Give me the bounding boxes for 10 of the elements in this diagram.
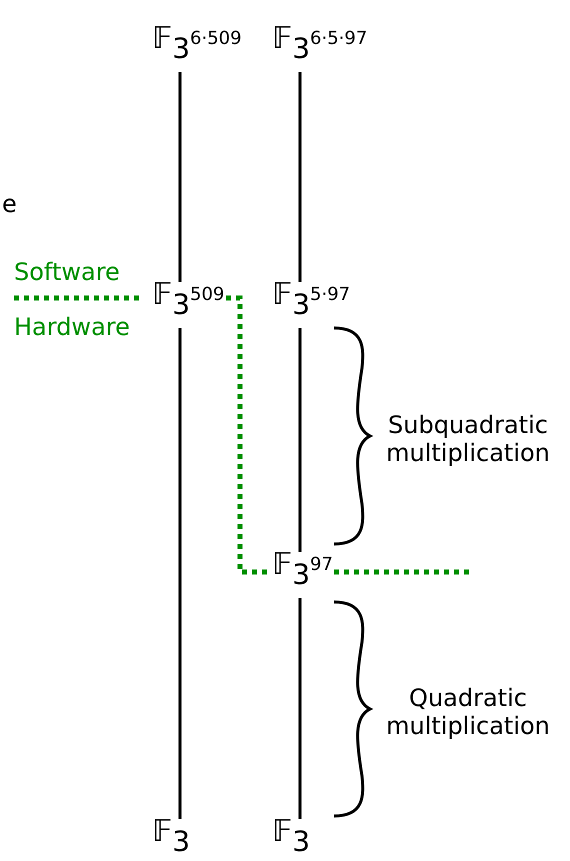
text-fragment: e <box>2 190 17 218</box>
connecting-line <box>298 598 302 819</box>
region-label: Software <box>14 258 120 286</box>
brace-label: Subquadratic multiplication <box>385 411 551 467</box>
connecting-line <box>298 72 302 282</box>
connecting-line <box>178 328 182 819</box>
connecting-line <box>178 72 182 282</box>
connecting-line <box>298 328 302 552</box>
brace-label: Quadratic multiplication <box>385 684 551 740</box>
region-label: Hardware <box>14 313 130 341</box>
